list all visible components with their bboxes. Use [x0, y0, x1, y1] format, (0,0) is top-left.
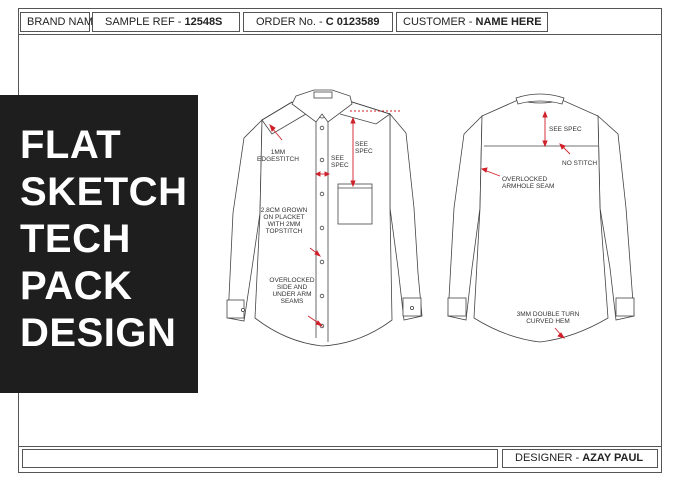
customer-label: CUSTOMER -	[403, 16, 476, 28]
annotation-line: SEAMS	[281, 298, 304, 305]
order-number-value: C 0123589	[325, 16, 380, 28]
customer-value: NAME HERE	[475, 16, 542, 28]
brand-name-field: BRAND NAME	[20, 12, 100, 32]
annotation-line: SEE	[355, 141, 369, 148]
back-right-cuff	[615, 297, 635, 317]
sample-ref-field: SAMPLE REF - 12548S	[92, 12, 240, 32]
annotation-line: SPEC	[331, 162, 349, 169]
annotation-line: ON PLACKET	[263, 214, 304, 221]
title-line-3: TECH	[20, 217, 131, 261]
back-shirt-sketch	[447, 93, 635, 343]
back-right-sleeve	[597, 115, 635, 321]
front-yoke-right	[339, 101, 391, 125]
annotation-edgestitch: 1MM EDGESTITCH	[257, 149, 299, 163]
front-chest-pocket	[337, 183, 373, 225]
annotation-line: NO STITCH	[562, 160, 597, 167]
front-right-sleeve	[389, 112, 423, 321]
annotation-hem: 3MM DOUBLE TURN CURVED HEM	[517, 311, 580, 325]
designer-value: AZAY PAUL	[582, 452, 644, 464]
order-number-label: ORDER No. -	[256, 16, 326, 28]
annotation-line: 3MM DOUBLE TURN	[517, 311, 580, 318]
title-panel: FLAT SKETCH TECH PACK DESIGN	[0, 95, 198, 393]
annotation-see-spec-collar: SEE SPEC	[355, 141, 373, 155]
shirt-flat-sketch: 1MM EDGESTITCH SEE SPEC SEE SPEC 2.8CM G…	[226, 89, 635, 347]
annotation-line: OVERLOCKED	[269, 277, 314, 284]
annotation-line: EDGESTITCH	[257, 156, 299, 163]
customer-field: CUSTOMER - NAME HERE	[396, 12, 548, 32]
annotation-see-spec-back: SEE SPEC	[549, 126, 582, 133]
annotation-line: 1MM	[271, 149, 285, 156]
annotation-see-spec-placket: SEE SPEC	[331, 155, 349, 169]
title-line-5: DESIGN	[20, 311, 177, 355]
header-divider	[18, 34, 662, 35]
back-body	[473, 99, 609, 343]
annotation-line: SEE	[331, 155, 345, 162]
front-placket	[315, 122, 329, 342]
back-collar	[515, 93, 565, 105]
annotation-placket: 2.8CM GROWN ON PLACKET WITH 2MM TOPSTITC…	[261, 207, 308, 235]
back-left-sleeve	[447, 115, 483, 321]
annotation-overlocked-side: OVERLOCKED SIDE AND UNDER ARM SEAMS	[269, 277, 314, 305]
annotation-line: SPEC	[355, 148, 373, 155]
annotation-line: WITH 2MM	[268, 221, 301, 228]
annotation-line: UNDER ARM	[272, 291, 311, 298]
annotation-line: SIDE AND	[277, 284, 308, 291]
brand-name-label: BRAND NAME	[27, 16, 101, 28]
title-line-1: FLAT	[20, 123, 122, 167]
back-left-cuff	[447, 297, 467, 317]
title-line-2: SKETCH	[20, 170, 188, 214]
title-line-4: PACK	[20, 264, 133, 308]
annotation-line: ARMHOLE SEAM	[502, 183, 554, 190]
footer-notes-box	[22, 449, 498, 468]
annotation-line: CURVED HEM	[526, 318, 570, 325]
sample-ref-value: 12548S	[184, 16, 223, 28]
front-shirt-sketch	[226, 89, 423, 347]
annotation-line: TOPSTITCH	[266, 228, 303, 235]
sample-ref-label: SAMPLE REF -	[105, 16, 185, 28]
order-number-field: ORDER No. - C 0123589	[243, 12, 393, 32]
designer-field: DESIGNER - AZAY PAUL	[502, 449, 658, 468]
front-yoke-left	[261, 101, 307, 135]
annotation-no-stitch: NO STITCH	[562, 160, 597, 167]
annotation-line: OVERLOCKED	[502, 176, 547, 183]
footer-divider	[18, 446, 662, 447]
collar-label	[313, 91, 333, 99]
annotation-line: 2.8CM GROWN	[261, 207, 308, 214]
designer-label: DESIGNER -	[515, 452, 583, 464]
annotation-armhole: OVERLOCKED ARMHOLE SEAM	[502, 176, 554, 190]
front-collar	[291, 89, 353, 123]
annotation-line: SEE SPEC	[549, 126, 582, 133]
